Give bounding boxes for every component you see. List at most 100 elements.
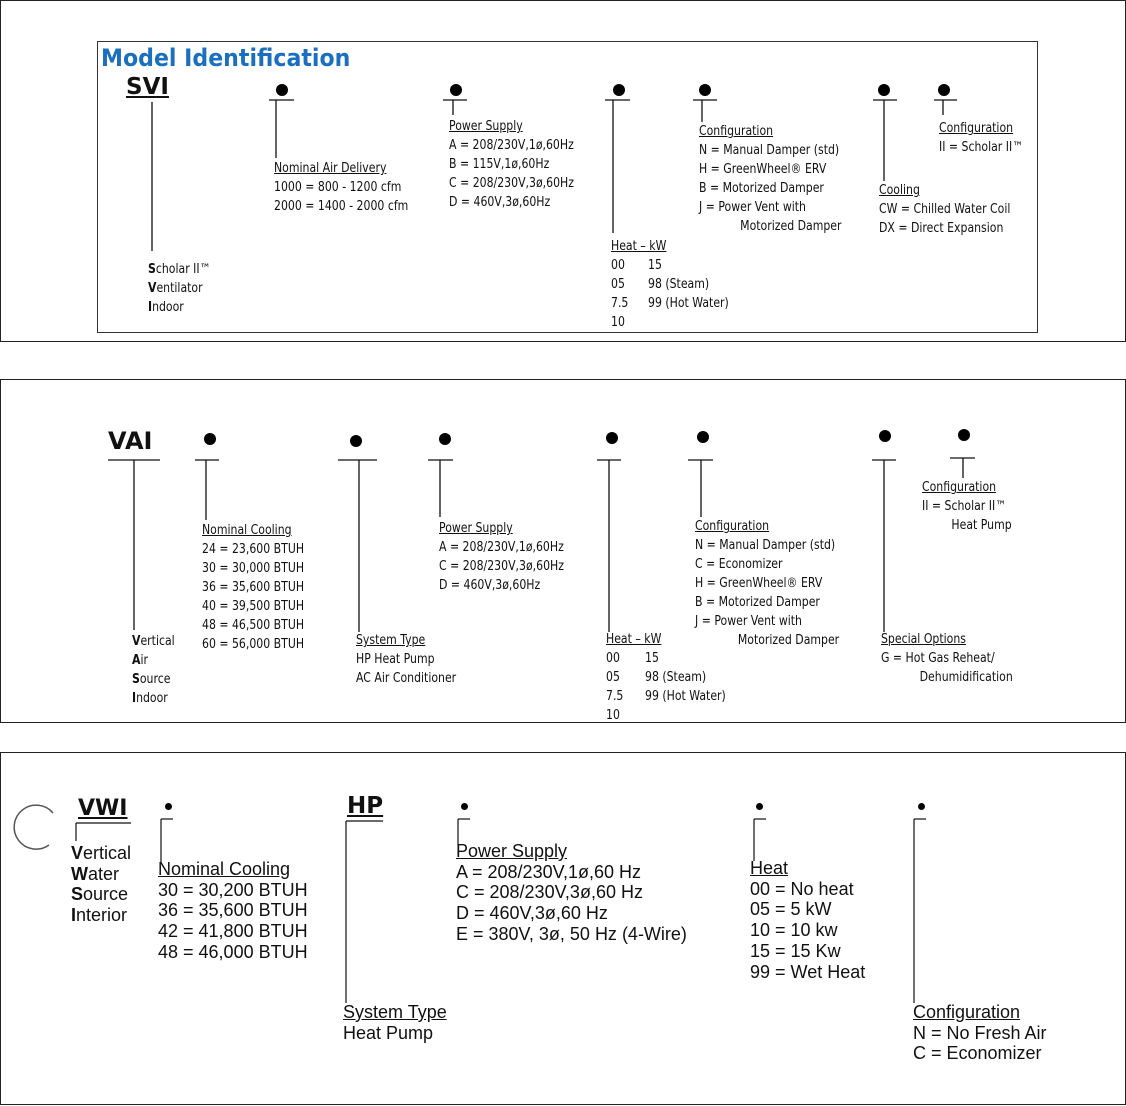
field-option: 00 = No heat [750,878,854,899]
svi-description-lines: Scholar II™ Ventilator Indoor [148,260,211,317]
field-heading: Power Supply [449,119,523,134]
vwi-field-heat: Heat 00 = No heat 05 = 5 kW 10 = 10 kw 1… [750,858,865,982]
field-heading: Heat [750,858,789,878]
svi-dot-4 [699,84,711,96]
field-option: C = 208/230V,3ø,60Hz [449,176,574,191]
field-option: 99 = Wet Heat [750,961,866,982]
vai-description: Vertical Air Source Indoor [132,632,175,708]
field-option: II = Scholar II™ [939,140,1024,155]
vwi-description: Vertical Water Source Interior [71,843,131,926]
vai-desc-line: Source [132,672,171,687]
field-option: 36 = 35,600 BTUH [158,900,308,921]
vai-dot-2 [350,435,362,447]
field-option: G = Hot Gas Reheat/ [881,651,995,666]
field-option: D = 460V,3ø,60Hz [449,195,551,210]
field-option: 36 = 35,600 BTUH [202,580,305,595]
vai-dot-4 [606,432,618,444]
vai-field-system-type: System Type HP Heat Pump AC Air Conditio… [356,631,456,688]
field-option: 10 = 10 kw [750,920,838,941]
field-option: 00 [606,651,620,666]
field-option: 24 = 23,600 BTUH [202,542,305,557]
field-option: J = Power Vent with [699,200,806,215]
field-option: A = 208/230V,1ø,60Hz [439,540,564,555]
svi-field-heat-col2: 15 98 (Steam) 99 (Hot Water) [648,256,729,313]
svi-desc-line: Indoor [148,300,184,315]
svi-desc-line: Ventilator [148,281,203,296]
field-heading: Power Supply [439,521,513,536]
field-option: 42 = 41,800 BTUH [158,921,308,942]
field-option: HP Heat Pump [356,652,435,667]
svi-field-air-delivery: Nominal Air Delivery 1000 = 800 - 1200 c… [274,159,408,216]
svi-field-cooling: Cooling CW = Chilled Water Coil DX = Dir… [879,181,1010,238]
svi-dot-5 [878,84,890,96]
field-heading: Heat – kW [611,239,667,254]
vai-field-configuration-2: Configuration II = Scholar II™ Heat Pump [922,478,1012,535]
vwi-desc-line: Source [71,884,129,905]
vwi-field-configuration: Configuration N = No Fresh Air C = Econo… [913,1002,1047,1064]
field-heading: Configuration [699,124,774,139]
vwi-desc-line: Vertical [71,843,132,863]
field-option: 05 [611,277,625,292]
field-option: B = Motorized Damper [695,595,820,610]
vwi-desc-line: Water [71,863,120,884]
field-heading: Nominal Air Delivery [274,161,387,176]
field-option: CW = Chilled Water Coil [879,202,1011,217]
vai-dot-1 [204,433,216,445]
field-option: 2000 = 1400 - 2000 cfm [274,199,409,214]
vai-model-code: VAI [108,427,153,455]
svi-field-configuration-2: Configuration II = Scholar II™ [939,119,1023,157]
vwi-system-code: HP [347,793,384,819]
field-heading: System Type [356,633,426,648]
vai-connector-lines [108,457,975,632]
field-option: 1000 = 800 - 1200 cfm [274,180,402,195]
field-option: J = Power Vent with [695,614,802,629]
field-heading: Configuration [939,121,1014,136]
vwi-connector-lines [13,804,926,1003]
field-option: 99 (Hot Water) [648,296,729,311]
field-option: C = 208/230V,3ø,60 Hz [456,882,643,903]
field-option: 15 [645,651,659,666]
field-option: 00 [611,258,625,273]
field-option: C = Economizer [913,1043,1042,1064]
field-heading: Configuration [695,519,770,534]
svi-desc-line: Scholar II™ [148,262,211,277]
svi-field-heat: Heat – kW 00 05 7.5 10 [611,237,666,332]
field-option: 99 (Hot Water) [645,689,726,704]
vwi-field-nominal-cooling: Nominal Cooling 30 = 30,200 BTUH 36 = 35… [158,859,308,963]
field-option: B = Motorized Damper [699,181,824,196]
field-option: Heat Pump [343,1022,434,1043]
svi-model-code: SVI [126,74,169,100]
field-option: 48 = 46,000 BTUH [158,941,308,962]
field-option: A = 208/230V,1ø,60 Hz [456,861,641,882]
vai-field-power-supply: Power Supply A = 208/230V,1ø,60Hz C = 20… [439,519,564,595]
field-option: 05 = 5 kW [750,899,832,920]
field-option: 40 = 39,500 BTUH [202,599,305,614]
vai-panel: VAI Vertical Air Source Indoor Nominal C… [0,379,1126,723]
vai-desc-line: Air [132,653,148,668]
field-option: H = GreenWheel® ERV [699,162,827,177]
field-option: II = Scholar II™ [922,499,1007,514]
field-option: Motorized Damper [737,633,840,648]
vai-field-heat: Heat – kW 00 05 7.5 10 [606,630,661,725]
svi-dot-2 [450,84,462,96]
field-option: N = Manual Damper (std) [699,143,840,158]
vai-field-configuration: Configuration N = Manual Damper (std) C … [695,517,839,650]
svi-panel: Model Identification SVI SScholar II™cho… [0,0,1126,342]
vai-dot-3 [439,433,451,445]
field-heading: Configuration [922,480,997,495]
field-option: N = No Fresh Air [913,1022,1047,1043]
svi-title: Model Identification [101,44,351,72]
svi-dot-6 [938,84,950,96]
vai-dot-7 [958,429,970,441]
field-option: 10 [611,315,625,330]
vwi-model-code: VWI [78,796,128,821]
field-heading: Special Options [881,632,966,647]
field-option: 10 [606,708,620,723]
field-option: 30 = 30,000 BTUH [202,561,305,576]
vai-desc-line: Indoor [132,691,168,706]
field-heading: Configuration [913,1002,1021,1022]
field-option: E = 380V, 3ø, 50 Hz (4-Wire) [456,923,687,944]
field-heading: Power Supply [456,841,568,861]
svi-dot-3 [613,84,625,96]
field-option: D = 460V,3ø,60Hz [439,578,541,593]
